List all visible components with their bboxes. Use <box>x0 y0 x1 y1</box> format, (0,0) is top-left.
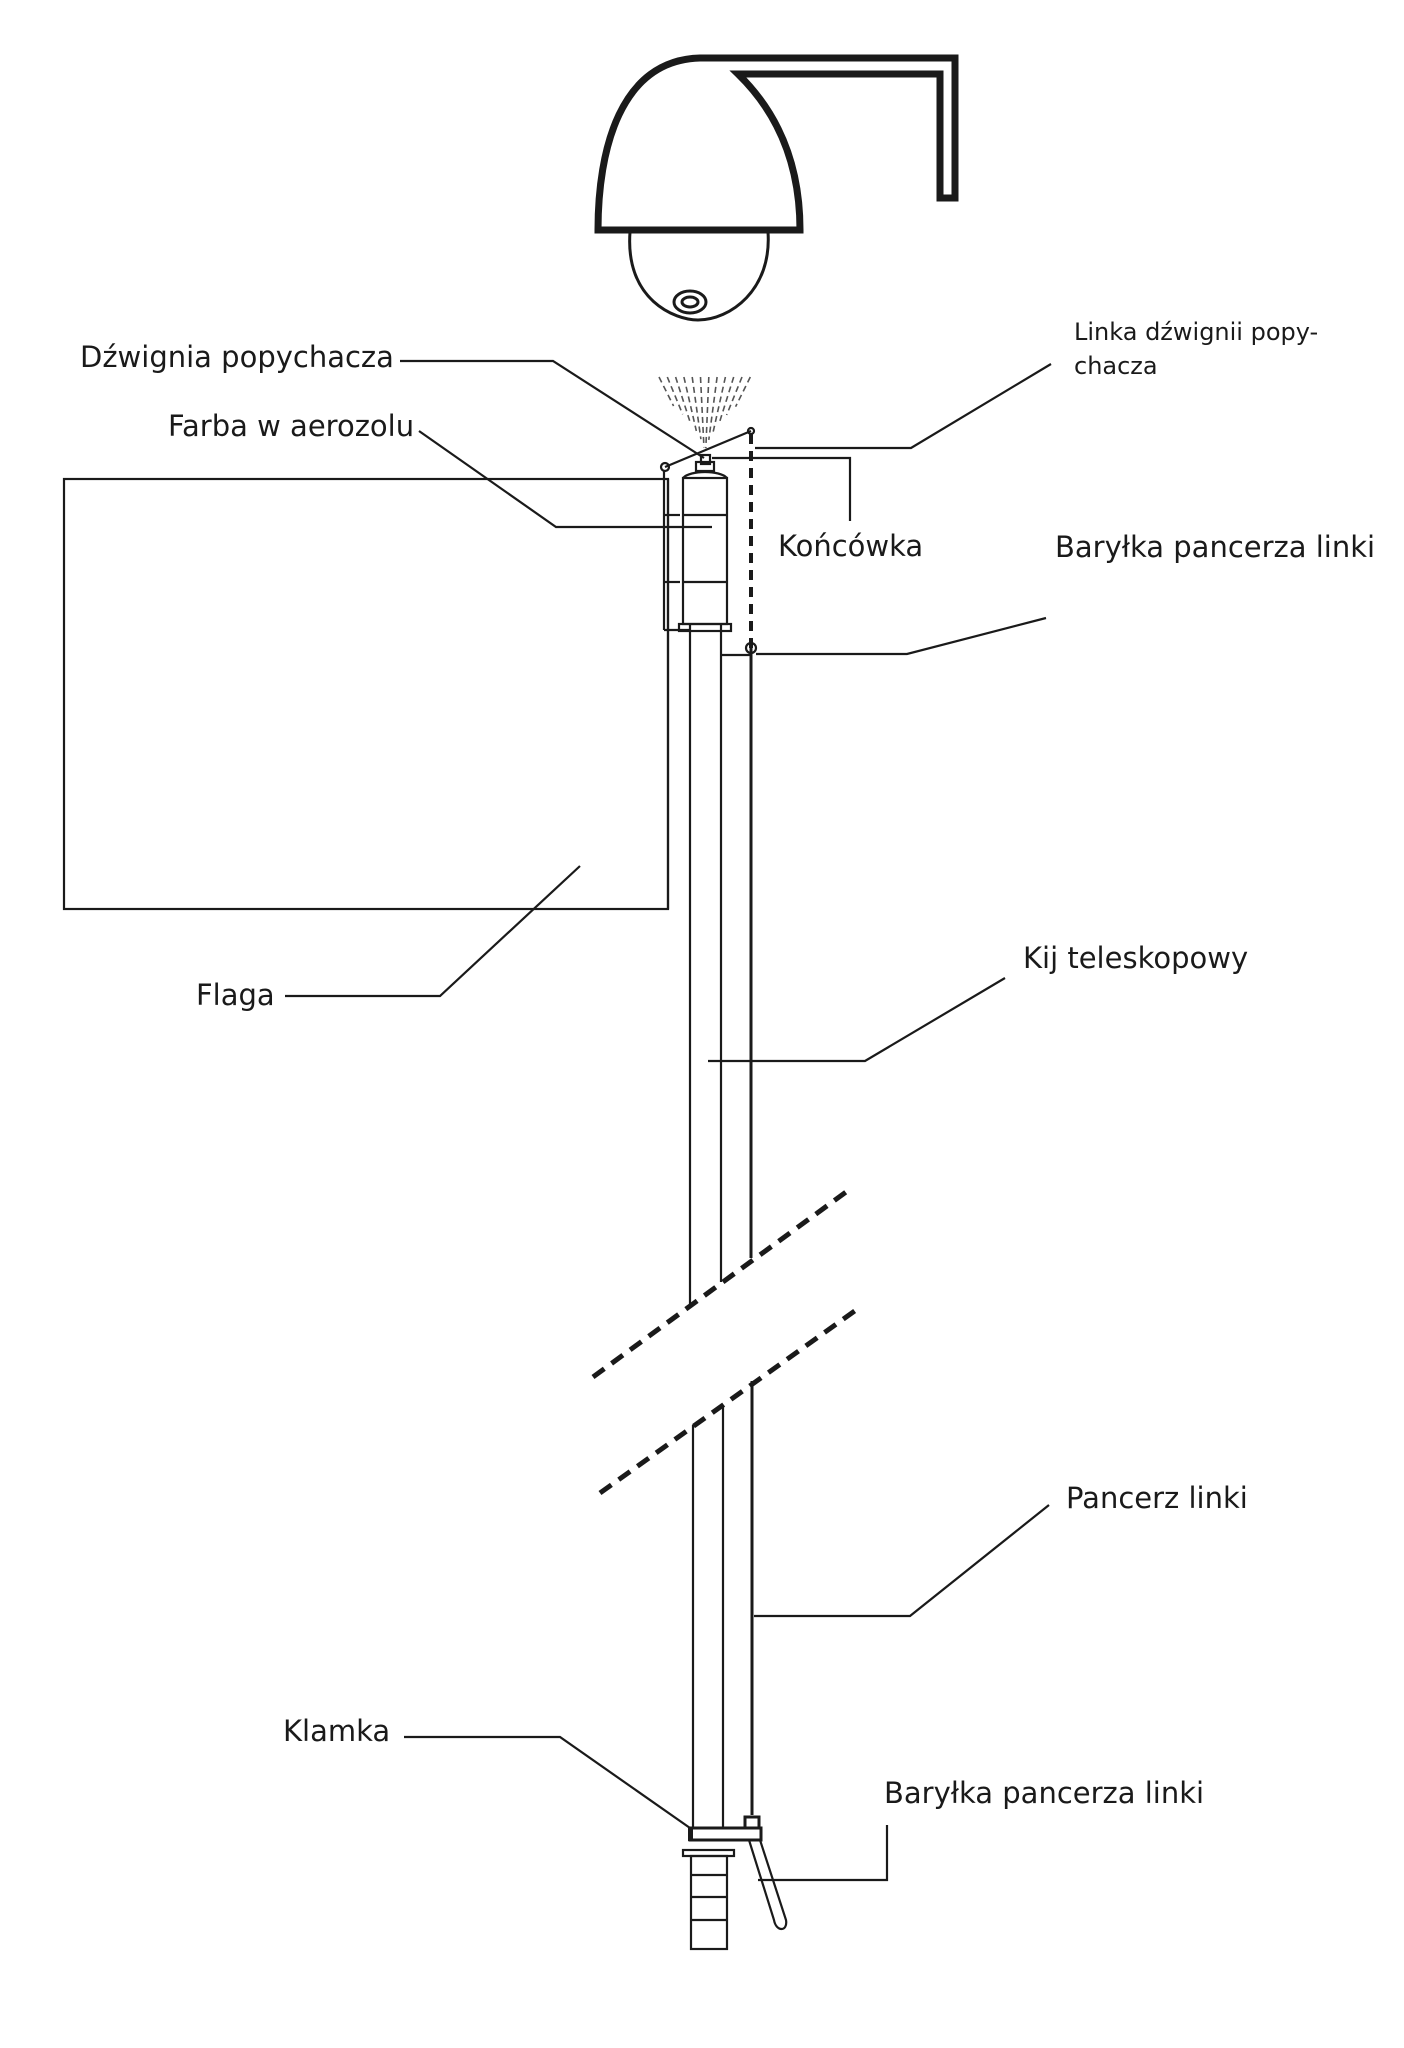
label-cable-housing: Pancerz linki <box>1066 1481 1248 1515</box>
label-lever-cable-1: Linka dźwignii popy- <box>1074 318 1318 346</box>
label-flag: Flaga <box>196 978 275 1012</box>
leader-lever-cable <box>755 363 1052 450</box>
spray-droplet-line <box>658 376 675 407</box>
grip-icon <box>681 1848 736 1951</box>
break-line-icon <box>598 1307 858 1496</box>
spray-droplet-line <box>691 376 702 440</box>
brake-lever-icon <box>688 1815 788 1931</box>
spray-mist-icon <box>658 376 752 449</box>
leader-ferrule-bottom <box>758 1825 889 1882</box>
label-handle: Klamka <box>283 1714 390 1748</box>
spray-droplet-line <box>725 376 743 416</box>
break-line-icon <box>591 1189 848 1380</box>
spray-droplet-line <box>699 376 705 448</box>
spray-droplet-line <box>707 376 718 441</box>
spray-can-icon <box>677 453 733 633</box>
leader-handle <box>404 1735 691 1829</box>
flag-icon <box>62 477 670 911</box>
spray-droplet-line <box>718 376 735 424</box>
spray-droplet-line <box>666 376 684 415</box>
leader-pusher-lever <box>400 359 705 459</box>
leader-flag <box>285 865 581 998</box>
leader-pole <box>708 977 1006 1063</box>
dome-camera-icon <box>594 54 959 322</box>
spray-droplet-line <box>712 376 727 432</box>
leader-nozzle <box>712 456 852 521</box>
spray-droplet-line <box>734 376 752 408</box>
label-aerosol-paint: Farba w aerozolu <box>168 409 414 443</box>
spray-droplet-line <box>683 376 698 432</box>
spray-droplet-line <box>705 376 710 449</box>
label-ferrule-top: Baryłka pancerza linki <box>1055 530 1375 564</box>
label-pusher-lever: Dźwignia popychacza <box>80 340 394 374</box>
label-ferrule-bottom: Baryłka pancerza linki <box>884 1776 1204 1810</box>
label-pole: Kij teleskopowy <box>1023 941 1248 975</box>
telescopic-pole-icon <box>662 470 754 1828</box>
leader-aerosol-paint <box>418 430 712 529</box>
spray-droplet-line <box>674 376 692 423</box>
pusher-lever-icon <box>659 426 758 655</box>
leader-ferrule-top <box>756 616 1047 656</box>
label-nozzle: Końcówka <box>778 529 923 563</box>
leader-cable-housing <box>754 1504 1050 1618</box>
label-lever-cable-2: chacza <box>1074 352 1158 380</box>
